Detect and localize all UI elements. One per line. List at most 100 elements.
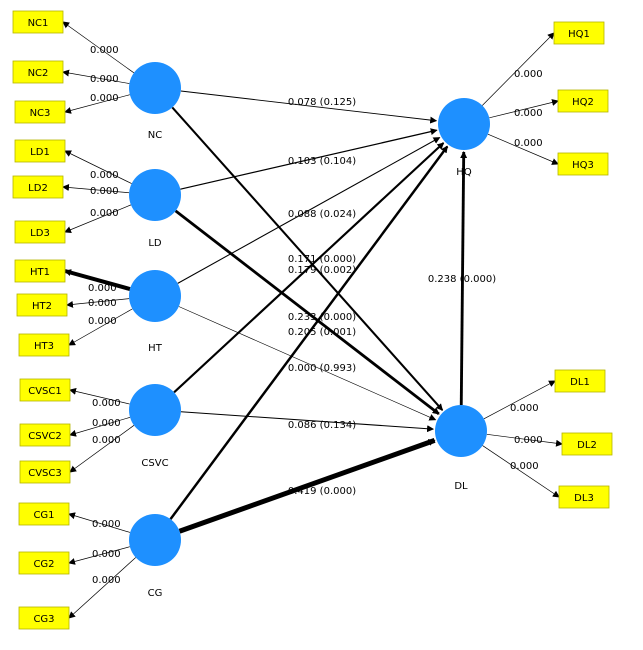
- indicator-label: NC2: [28, 68, 49, 79]
- construct-dl[interactable]: DL: [435, 405, 487, 492]
- construct-label: DL: [454, 481, 468, 492]
- indicator-ld1[interactable]: LD1: [14, 139, 66, 163]
- path-edge-ld-hq: [180, 128, 438, 190]
- indicator-box: [557, 152, 609, 176]
- path-label-ld-dl: 0.233 (0.000): [288, 312, 356, 323]
- path-edge-csvc-dl: [180, 411, 435, 433]
- indicator-cvsc3[interactable]: CVSC3: [19, 460, 71, 484]
- loading-edge-cvsc3: [69, 425, 135, 473]
- path-edge-ht-hq: [177, 137, 441, 284]
- construct-label: CSVC: [141, 458, 168, 469]
- path-label-dl-hq: 0.238 (0.000): [428, 274, 496, 285]
- loading-label-hq2: 0.000: [514, 108, 543, 119]
- construct-circle: [435, 405, 487, 457]
- path-edge-ld-dl: [174, 209, 440, 416]
- indicator-label: LD3: [30, 228, 50, 239]
- indicator-box: [18, 502, 70, 526]
- indicator-cvsc1[interactable]: CVSC1: [19, 378, 71, 402]
- loading-edge-csvc2: [69, 417, 131, 437]
- loading-label-dl2: 0.000: [514, 435, 543, 446]
- indicator-label: HQ2: [572, 97, 594, 108]
- indicator-box: [18, 606, 70, 630]
- indicator-box: [18, 333, 70, 357]
- path-label-cg-dl: 0.419 (0.000): [288, 486, 356, 497]
- path-label-cg-hq: 0.205 (0.001): [288, 327, 356, 338]
- indicator-label: LD2: [28, 183, 48, 194]
- indicator-box: [553, 21, 605, 45]
- indicator-label: DL1: [570, 377, 590, 388]
- indicator-box: [18, 551, 70, 575]
- edge-layer: [62, 21, 563, 619]
- path-label-ht-dl: 0.000 (0.993): [288, 363, 356, 374]
- loading-edge-nc2: [62, 69, 130, 84]
- path-edge-cg-hq: [169, 145, 449, 520]
- construct-nc[interactable]: NC: [129, 62, 181, 141]
- indicator-box: [557, 89, 609, 113]
- indicator-label: CG1: [33, 510, 54, 521]
- indicator-dl2[interactable]: DL2: [561, 432, 613, 456]
- indicator-dl1[interactable]: DL1: [554, 369, 606, 393]
- loading-edge-cvsc1: [69, 387, 130, 405]
- indicator-box: [558, 485, 610, 509]
- indicator-ld2[interactable]: LD2: [12, 175, 64, 199]
- indicator-label: DL3: [574, 493, 594, 504]
- loading-edge-ld3: [64, 204, 132, 233]
- construct-ld[interactable]: LD: [129, 169, 181, 249]
- indicator-label: NC3: [30, 108, 51, 119]
- label-layer: 0.000 0.000 0.000 0.000 0.000 0.000 0.000 0.000…: [88, 45, 543, 586]
- indicator-box: [554, 369, 606, 393]
- loading-edge-hq3: [487, 133, 559, 165]
- indicator-dl3[interactable]: DL3: [558, 485, 610, 509]
- loading-label-ld3: 0.000: [90, 208, 119, 219]
- construct-circle: [129, 514, 181, 566]
- path-edge-cg-dl: [178, 438, 436, 534]
- construct-cg[interactable]: CG: [129, 514, 181, 599]
- construct-label: HT: [148, 343, 163, 354]
- indicator-hq3[interactable]: HQ3: [557, 152, 609, 176]
- indicator-hq1[interactable]: HQ1: [553, 21, 605, 45]
- construct-ht[interactable]: HT: [129, 270, 181, 354]
- indicator-ht2[interactable]: HT2: [16, 293, 68, 317]
- indicator-ht1[interactable]: HT1: [14, 259, 66, 283]
- loading-edge-ht3: [68, 308, 133, 346]
- indicator-label: CSVC2: [28, 431, 62, 442]
- indicator-box: [12, 175, 64, 199]
- indicator-ht3[interactable]: HT3: [18, 333, 70, 357]
- indicator-hq2[interactable]: HQ2: [557, 89, 609, 113]
- indicator-box: [14, 259, 66, 283]
- indicator-csvc2[interactable]: CSVC2: [19, 423, 71, 447]
- construct-circle: [129, 62, 181, 114]
- loading-label-cvsc3: 0.000: [92, 435, 121, 446]
- construct-hq[interactable]: HQ: [438, 98, 490, 178]
- indicator-label: HT1: [30, 267, 50, 278]
- path-edge-nc-hq: [180, 90, 438, 124]
- indicator-box: [12, 60, 64, 84]
- construct-circle: [129, 384, 181, 436]
- path-label-csvc-dl: 0.086 (0.134): [288, 420, 356, 431]
- indicator-box: [19, 460, 71, 484]
- loading-edge-cg1: [68, 512, 131, 533]
- construct-csvc[interactable]: CSVC: [129, 384, 181, 469]
- loading-label-ht3: 0.000: [88, 316, 117, 327]
- loading-label-ld2: 0.000: [90, 186, 119, 197]
- indicator-cg1[interactable]: CG1: [18, 502, 70, 526]
- construct-circle: [438, 98, 490, 150]
- indicator-ld3[interactable]: LD3: [14, 220, 66, 244]
- indicator-box: [12, 10, 64, 34]
- indicator-box: [14, 220, 66, 244]
- loading-label-nc3: 0.000: [90, 93, 119, 104]
- indicator-nc3[interactable]: NC3: [14, 100, 66, 124]
- loading-label-csvc2: 0.000: [92, 418, 121, 429]
- indicator-nc2[interactable]: NC2: [12, 60, 64, 84]
- indicator-label: CVSC3: [28, 468, 62, 479]
- loading-label-hq3: 0.000: [514, 138, 543, 149]
- indicator-nc1[interactable]: NC1: [12, 10, 64, 34]
- loading-label-ht1: 0.000: [88, 283, 117, 294]
- loading-label-ht2: 0.000: [88, 298, 117, 309]
- path-label-ld-hq: 0.103 (0.104): [288, 156, 356, 167]
- indicator-cg2[interactable]: CG2: [18, 551, 70, 575]
- path-label-nc-hq: 0.078 (0.125): [288, 97, 356, 108]
- loading-label-cg2: 0.000: [92, 549, 121, 560]
- indicator-cg3[interactable]: CG3: [18, 606, 70, 630]
